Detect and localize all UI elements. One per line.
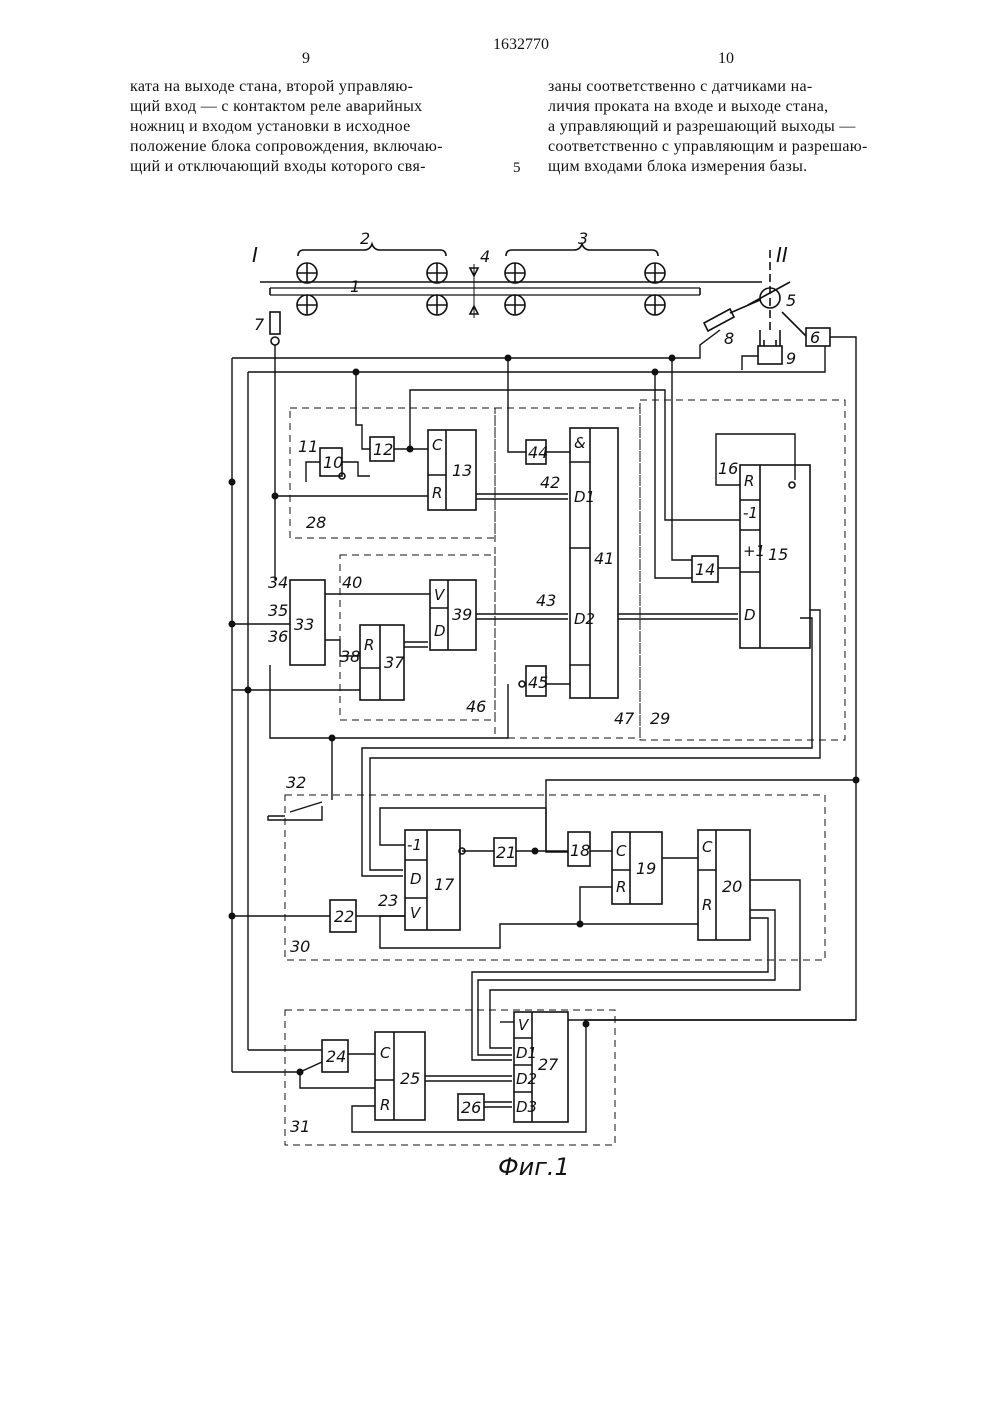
- block-27-label: 27: [538, 1055, 559, 1074]
- pin-v: V: [518, 1016, 530, 1034]
- section-label-i: I: [252, 243, 258, 267]
- pin-r: R: [744, 472, 754, 490]
- pin-plus-one: +1: [743, 542, 765, 560]
- block-22-label: 22: [334, 907, 354, 926]
- callout-7: 7: [254, 315, 265, 334]
- block-17-label: 17: [434, 875, 455, 894]
- pin-v: V: [410, 904, 422, 922]
- callout-16: 16: [718, 459, 738, 478]
- pin-d1: D1: [516, 1044, 537, 1062]
- figure-caption: Фиг.1: [498, 1153, 570, 1181]
- callout-5: 5: [786, 291, 796, 310]
- callout-40: 40: [342, 573, 362, 592]
- blocks: [290, 428, 810, 1122]
- pin-minus-one: -1: [743, 504, 758, 522]
- block-45-label: 45: [528, 673, 548, 692]
- callout-36: 36: [268, 627, 288, 646]
- pin-v: V: [434, 586, 446, 604]
- block-25-label: 25: [400, 1069, 420, 1088]
- pin-r: R: [616, 878, 626, 896]
- callout-8: 8: [724, 329, 734, 348]
- pin-d: D: [410, 870, 422, 888]
- pin-minus-one: -1: [407, 836, 422, 854]
- block-9-label: 9: [786, 349, 796, 368]
- callout-31: 31: [290, 1117, 310, 1136]
- callout-23: 23: [378, 891, 398, 910]
- block-41-label: 41: [594, 549, 614, 568]
- callout-47: 47: [614, 709, 635, 728]
- mill-section: [260, 244, 830, 364]
- callout-32: 32: [286, 773, 306, 792]
- pin-r: R: [380, 1096, 390, 1114]
- block-44-label: 44: [528, 443, 548, 462]
- callout-30: 30: [290, 937, 310, 956]
- pin-c: C: [380, 1044, 391, 1062]
- pin-r: R: [364, 636, 374, 654]
- callout-35: 35: [268, 601, 288, 620]
- callout-46: 46: [466, 697, 486, 716]
- pin-d2: D2: [574, 610, 595, 628]
- block-37-label: 37: [384, 653, 405, 672]
- pin-d2: D2: [516, 1070, 537, 1088]
- block-10-label: 10: [323, 453, 343, 472]
- block-6-label: 6: [810, 328, 820, 347]
- pin-c: C: [616, 842, 627, 860]
- block-19-label: 19: [636, 859, 656, 878]
- block-18-label: 18: [570, 841, 590, 860]
- block-14-label: 14: [695, 560, 715, 579]
- block-39-label: 39: [452, 605, 472, 624]
- pin-d3: D3: [516, 1098, 537, 1116]
- callout-28: 28: [306, 513, 326, 532]
- callout-34: 34: [268, 573, 288, 592]
- callout-3: 3: [578, 229, 588, 248]
- pin-c: C: [702, 838, 713, 856]
- callout-43: 43: [536, 591, 556, 610]
- callout-38: 38: [340, 647, 360, 666]
- pin-c: C: [432, 436, 443, 454]
- block-20-label: 20: [722, 877, 742, 896]
- callout-42: 42: [540, 473, 560, 492]
- pin-d1: D1: [574, 488, 595, 506]
- callout-2: 2: [360, 229, 370, 248]
- callout-11: 11: [298, 437, 318, 456]
- block-12-label: 12: [373, 440, 393, 459]
- callout-29: 29: [650, 709, 670, 728]
- block-26-label: 26: [461, 1098, 481, 1117]
- section-label-ii: II: [776, 243, 788, 267]
- block-15-label: 15: [768, 545, 788, 564]
- block-13-label: 13: [452, 461, 472, 480]
- pin-r: R: [702, 896, 712, 914]
- pin-and: &: [574, 434, 586, 452]
- block-21-label: 21: [496, 843, 516, 862]
- pin-r: R: [432, 484, 442, 502]
- block-24-label: 24: [326, 1047, 346, 1066]
- callout-4: 4: [480, 247, 490, 266]
- dashed-sections: [285, 400, 845, 1145]
- pin-d: D: [744, 606, 756, 624]
- pin-d: D: [434, 622, 446, 640]
- callout-1: 1: [350, 277, 360, 296]
- block-33-label: 33: [294, 615, 314, 634]
